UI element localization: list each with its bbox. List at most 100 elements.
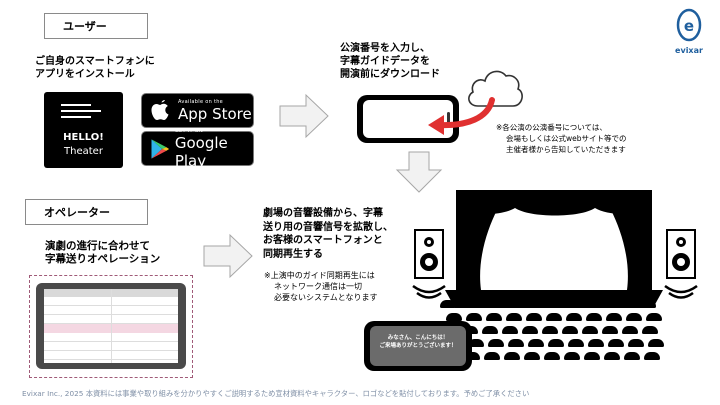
install-instruction: ご自身のスマートフォンに アプリをインストール (35, 55, 155, 81)
evixar-logo-icon: e (676, 8, 702, 42)
google-play-badge[interactable]: GET IT ON Google Play (141, 127, 254, 170)
seat-icon (484, 352, 500, 360)
operator-console-frame (29, 275, 193, 378)
operation-text-line2: 字幕送りオペレーション (45, 253, 161, 265)
net-note-line3: 必要ないシステムとなります (274, 293, 378, 302)
seat-icon (440, 300, 456, 308)
user-label-text: ユーザー (63, 20, 107, 33)
seat-icon (582, 326, 598, 334)
audience-seats (440, 300, 670, 370)
left-speaker-icon (412, 229, 446, 299)
app-store-small-text: Available on the (178, 98, 224, 105)
download-text-line2: 字幕ガイドデータを (340, 56, 430, 67)
footer-disclaimer: Evixar Inc., 2025 本資料には事業や取り組みを分かりやすくご説明… (22, 389, 530, 398)
seat-icon (600, 300, 616, 308)
seat-icon (508, 339, 524, 347)
evixar-logo: e evixar (664, 6, 714, 56)
operator-section-label: オペレーター (25, 199, 148, 225)
seat-icon (622, 326, 638, 334)
seat-icon (588, 339, 604, 347)
seat-icon (624, 352, 640, 360)
download-text-line1: 公演番号を入力し、 (340, 43, 430, 54)
performance-number-note: ※各公演の公演番号については、 会場もしくは公式webサイト等での 主催者様から… (496, 122, 627, 155)
sync-text-line2: 送り用の音響信号を拡散し、 (263, 221, 393, 233)
seat-icon (502, 326, 518, 334)
seat-icon (500, 300, 516, 308)
seat-icon (566, 313, 582, 321)
seat-icon (460, 300, 476, 308)
seat-icon (446, 313, 462, 321)
operator-label-text: オペレーター (44, 206, 110, 219)
seat-icon (522, 326, 538, 334)
seat-icon (520, 300, 536, 308)
seat-icon (604, 352, 620, 360)
down-arrow-icon (395, 151, 443, 193)
seat-icon (580, 300, 596, 308)
install-text-line2: アプリをインストール (35, 69, 135, 80)
right-arrow-icon (279, 93, 329, 139)
seat-icon (646, 313, 662, 321)
caption-line2: ご来場ありがとうございます！ (379, 343, 457, 349)
seat-icon (644, 352, 660, 360)
seat-icon (466, 313, 482, 321)
smartphone-caption-display: みなさん、こんにちは！ ご来場ありがとうございます！ (364, 321, 472, 371)
download-text-line3: 開演前にダウンロード (340, 69, 440, 80)
seat-icon (546, 313, 562, 321)
brand-name: evixar (675, 46, 703, 55)
text-lines-icon (61, 104, 101, 122)
note-line1: ※各公演の公演番号については、 (496, 123, 607, 132)
seat-icon (468, 339, 484, 347)
seat-icon (528, 339, 544, 347)
svg-text:e: e (684, 17, 694, 35)
caption-line1: みなさん、こんにちは！ (387, 335, 449, 341)
app-icon-line2: Theater (64, 146, 103, 157)
seat-icon (628, 339, 644, 347)
seat-icon (562, 326, 578, 334)
seat-icon (542, 326, 558, 334)
google-play-small-text: GET IT ON (174, 127, 204, 134)
note-line2: 会場もしくは公式webサイト等での (506, 134, 627, 143)
seat-icon (548, 339, 564, 347)
note-line3: 主催者様から告知していただきます (506, 145, 626, 154)
seat-icon (586, 313, 602, 321)
seat-icon (504, 352, 520, 360)
seat-icon (568, 339, 584, 347)
sync-text-line1: 劇場の音響設備から、字幕 (263, 208, 383, 219)
network-note: ※上演中のガイド同期再生には ネットワーク通信は一切 必要ないシステムとなります (264, 270, 378, 303)
seat-icon (620, 300, 636, 308)
app-icon-line1: HELLO! (63, 132, 104, 143)
seat-icon (648, 339, 664, 347)
seat-icon (506, 313, 522, 321)
app-store-badge[interactable]: Available on the App Store (141, 93, 254, 128)
seat-icon (486, 313, 502, 321)
right-speaker-icon (664, 229, 698, 299)
app-store-big-text: App Store (178, 104, 252, 123)
right-arrow-icon (203, 233, 253, 279)
seat-icon (540, 300, 556, 308)
seat-icon (626, 313, 642, 321)
google-play-icon (151, 138, 170, 159)
google-play-big-text: Google Play (174, 133, 228, 170)
operator-table (44, 289, 178, 363)
apple-icon (151, 99, 169, 120)
seat-icon (564, 352, 580, 360)
seat-icon (544, 352, 560, 360)
right-curtain (611, 200, 641, 290)
sync-text-line4: 同期再生する (263, 248, 323, 260)
seat-icon (584, 352, 600, 360)
seat-icon (480, 300, 496, 308)
operator-tablet (36, 283, 186, 369)
seat-icon (526, 313, 542, 321)
net-note-line2: ネットワーク通信は一切 (274, 282, 362, 291)
seat-icon (488, 339, 504, 347)
seat-icon (482, 326, 498, 334)
hello-theater-app-icon[interactable]: HELLO! Theater (44, 92, 123, 168)
seat-icon (602, 326, 618, 334)
net-note-line1: ※上演中のガイド同期再生には (264, 271, 375, 280)
seat-icon (524, 352, 540, 360)
sync-description: 劇場の音響設備から、字幕 送り用の音響信号を拡散し、 お客様のスマートフォンと … (263, 207, 393, 261)
theater-illustration (412, 190, 698, 308)
sync-text-line3: お客様のスマートフォンと (263, 235, 383, 246)
seat-icon (640, 300, 656, 308)
operation-instruction: 演劇の進行に合わせて 字幕送りオペレーション (45, 240, 160, 266)
